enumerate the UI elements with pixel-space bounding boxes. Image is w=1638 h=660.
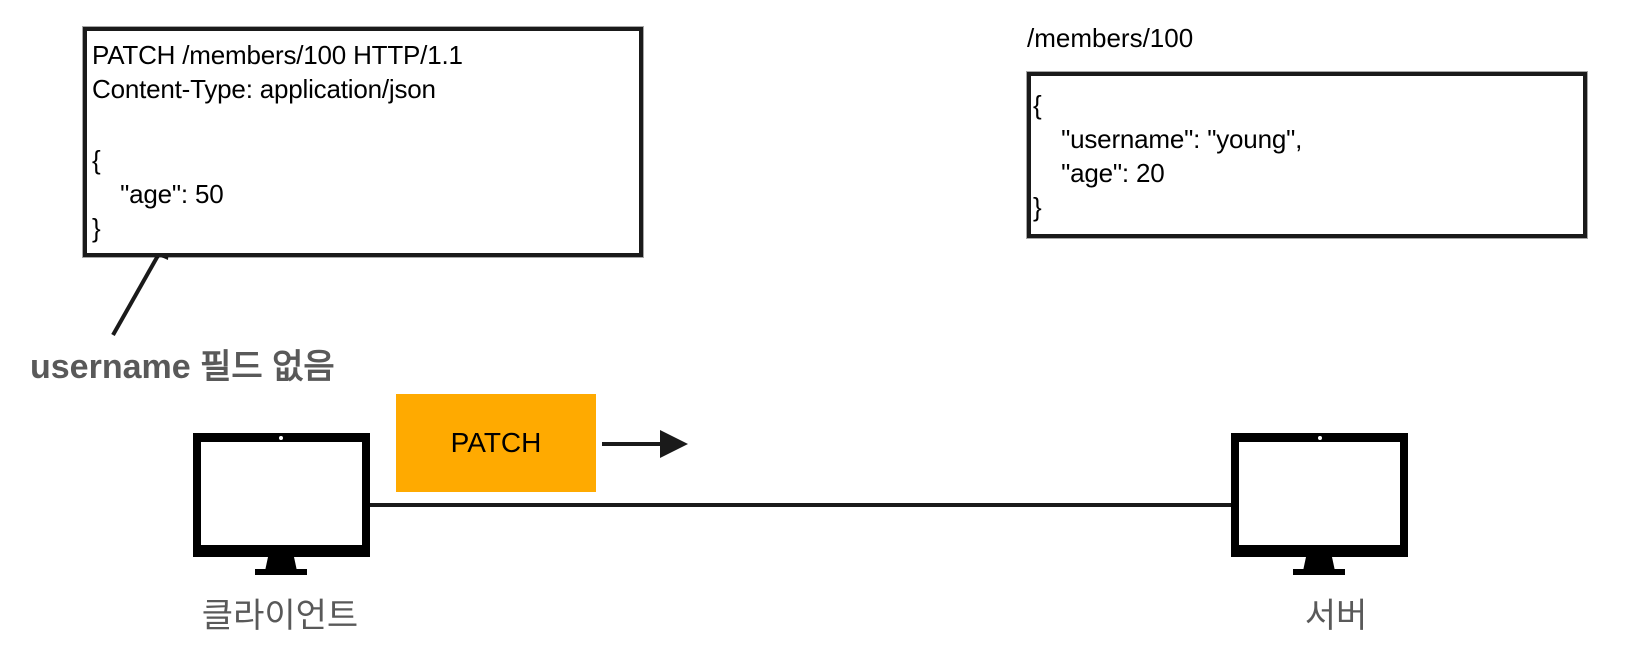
resource-path: /members/100 xyxy=(1027,23,1194,53)
request-line-2: Content-Type: application/json xyxy=(92,74,436,104)
server-monitor-icon xyxy=(1231,433,1408,575)
resource-line-1: { xyxy=(1033,90,1042,120)
client-monitor-icon xyxy=(193,433,370,575)
request-line-5: "age": 50 xyxy=(92,179,224,209)
resource-state-box xyxy=(1027,72,1587,238)
request-message-box xyxy=(83,27,643,257)
missing-field-note: username 필드 없음 xyxy=(30,348,335,386)
resource-line-4: } xyxy=(1033,192,1042,222)
request-arrow-icon xyxy=(602,430,688,458)
request-line-4: { xyxy=(92,145,101,175)
patch-method-block: PATCH xyxy=(396,394,596,492)
request-line-6: } xyxy=(92,213,101,243)
resource-line-3: "age": 20 xyxy=(1033,158,1165,188)
client-label: 클라이언트 xyxy=(201,597,359,635)
request-line-1: PATCH /members/100 HTTP/1.1 xyxy=(92,40,463,70)
resource-line-2: "username": "young", xyxy=(1033,124,1303,154)
server-label: 서버 xyxy=(1304,597,1368,635)
